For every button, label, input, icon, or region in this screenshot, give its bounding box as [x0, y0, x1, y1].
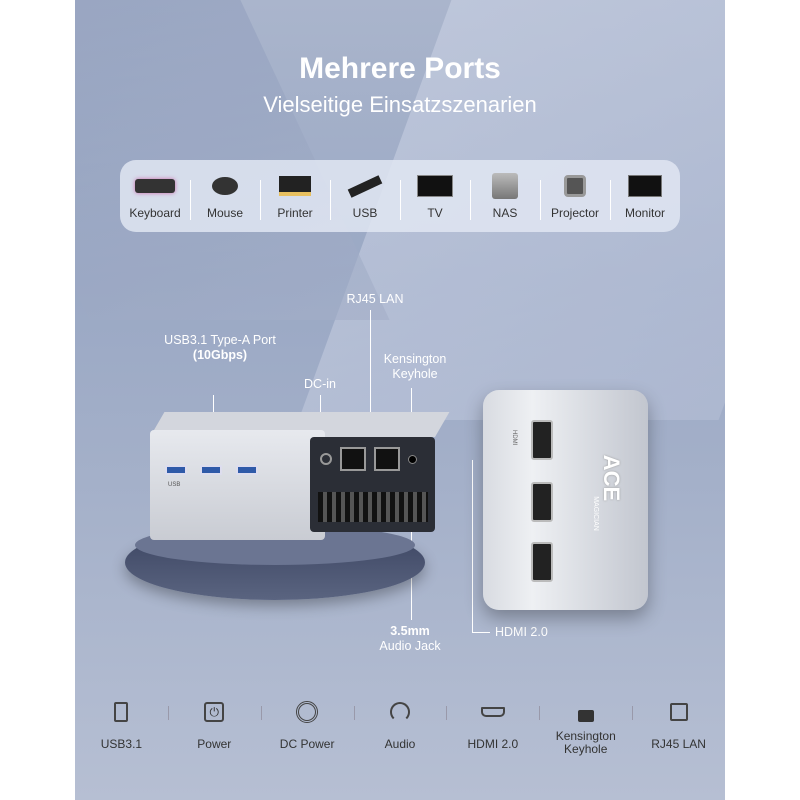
device-label: NAS: [492, 206, 518, 220]
dc-in-port: [320, 453, 332, 465]
mini-pc-side: HDMI ACE MAGICIAN: [483, 390, 648, 610]
callout-kensington: Kensington Keyhole: [383, 352, 447, 381]
feature-rj45: RJ45 LAN: [632, 700, 725, 751]
device-monitor: Monitor: [610, 172, 680, 220]
brand-logo: ACE: [599, 454, 625, 502]
device-label: TV: [427, 206, 443, 220]
device-label: Mouse: [206, 206, 244, 220]
feature-hdmi: HDMI 2.0: [446, 700, 539, 751]
callout-rj45: RJ45 LAN: [346, 292, 404, 306]
feature-label: RJ45 LAN: [651, 737, 706, 751]
port-label: HDMI: [511, 430, 517, 446]
device-label: USB: [352, 206, 378, 220]
device-label: Monitor: [624, 206, 665, 220]
rj45-port: [340, 447, 366, 471]
device-tv: TV: [400, 172, 470, 220]
feature-label: Kensington Keyhole: [555, 729, 616, 756]
page-subtitle: Vielseitige Einsatzszenarien: [263, 92, 537, 117]
callout-usb: USB3.1 Type-A Port(10Gbps): [135, 333, 305, 363]
feature-label: Audio: [384, 737, 416, 751]
usb-port: [165, 465, 187, 475]
usb-port: [200, 465, 222, 475]
headset-icon: [354, 700, 447, 724]
callout-text: 3.5mm: [390, 624, 430, 638]
port-label: USB: [168, 482, 181, 488]
feature-usb: USB3.1: [75, 700, 168, 751]
brand-logo-sub: MAGICIAN: [591, 496, 599, 531]
monitor-icon: [610, 172, 680, 200]
hdmi-port: [531, 420, 553, 460]
rj45-port: [374, 447, 400, 471]
device-keyboard: Keyboard: [120, 172, 190, 220]
feature-label: HDMI 2.0: [467, 737, 519, 751]
callout-line: [472, 460, 473, 632]
page-title: Mehrere Ports: [299, 52, 501, 85]
compatible-devices-bar: Keyboard Mouse Printer USB TV NAS Projec…: [120, 160, 680, 232]
device-printer: Printer: [260, 172, 330, 220]
device-usb: USB: [330, 172, 400, 220]
audio-jack: [408, 455, 417, 464]
port-features-bar: USB3.1 ⏻ Power DC Power Audio HDMI 2.0 Ke…: [75, 700, 725, 756]
projector-icon: [540, 172, 610, 200]
device-projector: Projector: [540, 172, 610, 220]
feature-label: Power: [197, 737, 232, 751]
vent-grille: [318, 492, 428, 522]
mini-pc-back: [310, 437, 435, 532]
callout-line: [370, 310, 371, 442]
feature-kensington: Kensington Keyhole: [539, 700, 632, 756]
callout-text: Audio Jack: [379, 639, 441, 653]
device-mouse: Mouse: [190, 172, 260, 220]
usb-port: [236, 465, 258, 475]
feature-power: ⏻ Power: [167, 700, 261, 751]
printer-icon: [260, 172, 330, 200]
hdmi-port: [531, 542, 553, 582]
callout-hdmi: HDMI 2.0: [495, 625, 548, 639]
hdmi-port: [531, 482, 553, 522]
ethernet-icon: [632, 700, 725, 724]
device-label: Printer: [277, 206, 313, 220]
power-icon: ⏻: [168, 700, 261, 724]
product-banner: Mehrere Ports Vielseitige Einsatzszenari…: [75, 0, 725, 800]
callout-dcin: DC-in: [304, 377, 336, 391]
mini-pc-front: USB: [150, 430, 325, 540]
callout-text: USB3.1 Type-A Port: [164, 333, 276, 347]
device-label: Projector: [550, 206, 600, 220]
feature-dc-power: DC Power: [260, 700, 354, 751]
mouse-icon: [190, 172, 260, 200]
nas-icon: [470, 172, 540, 200]
usb-port-icon: [75, 700, 168, 724]
feature-label: USB3.1: [100, 737, 143, 751]
device-nas: NAS: [470, 172, 540, 220]
display-pedestal: [125, 525, 425, 600]
lock-icon: [539, 700, 632, 724]
feature-audio: Audio: [353, 700, 447, 751]
hdmi-icon: [446, 700, 539, 724]
callout-line: [472, 632, 490, 633]
feature-label: DC Power: [279, 737, 335, 751]
callout-text: (10Gbps): [192, 348, 248, 362]
keyboard-icon: [120, 172, 190, 200]
dc-power-icon: [261, 700, 354, 724]
device-label: Keyboard: [129, 206, 181, 220]
tv-icon: [400, 172, 470, 200]
usb-stick-icon: [330, 172, 400, 200]
